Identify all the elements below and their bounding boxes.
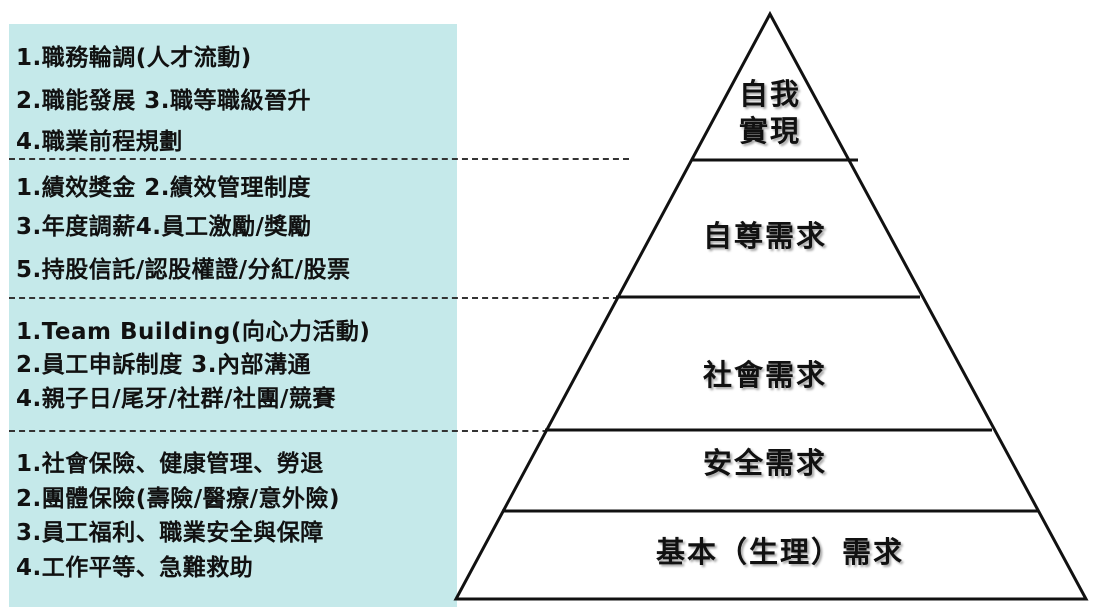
level-label-social: 社會需求 [703, 357, 827, 394]
section-line: 2.員工申訴制度 3.內部溝通 [16, 352, 311, 378]
level-label-line: 自尊需求 [702, 219, 828, 253]
level-label-line: 自我 [738, 77, 802, 111]
level-label-line: 社會需求 [702, 358, 828, 392]
section-line: 4.職業前程規劃 [16, 129, 183, 155]
section-line: 3.員工福利、職業安全與保障 [16, 520, 324, 546]
level-label-self-actualization: 自我 實現 [739, 76, 801, 150]
section-line: 4.親子日/尾牙/社群/社團/競賽 [16, 386, 336, 412]
level-label-safety: 安全需求 [703, 445, 827, 482]
dashed-divider [9, 430, 629, 432]
section-line: 1.社會保險、健康管理、勞退 [16, 451, 324, 477]
level-label-esteem: 自尊需求 [703, 218, 827, 255]
section-line: 2.團體保險(壽險/醫療/意外險) [16, 486, 341, 512]
level-label-line: 實現 [738, 114, 802, 148]
section-line: 1.職務輪調(人才流動) [16, 45, 252, 71]
section-line: 2.職能發展 3.職等職級晉升 [16, 88, 311, 114]
dashed-divider [9, 297, 629, 299]
level-label-physiological: 基本（生理）需求 [656, 534, 904, 571]
section-line: 4.工作平等、急難救助 [16, 555, 254, 581]
section-line: 5.持股信託/認股權證/分紅/股票 [16, 257, 351, 283]
level-label-line: 基本（生理）需求 [655, 535, 905, 569]
level-label-line: 安全需求 [702, 446, 828, 480]
section-line: 1.Team Building(向心力活動) [16, 319, 371, 345]
pyramid-outline [453, 10, 1089, 601]
left-panel [9, 24, 457, 607]
dashed-divider [9, 158, 629, 160]
section-line: 3.年度調薪4.員工激勵/獎勵 [16, 214, 312, 240]
section-line: 1.績效獎金 2.績效管理制度 [16, 175, 311, 201]
